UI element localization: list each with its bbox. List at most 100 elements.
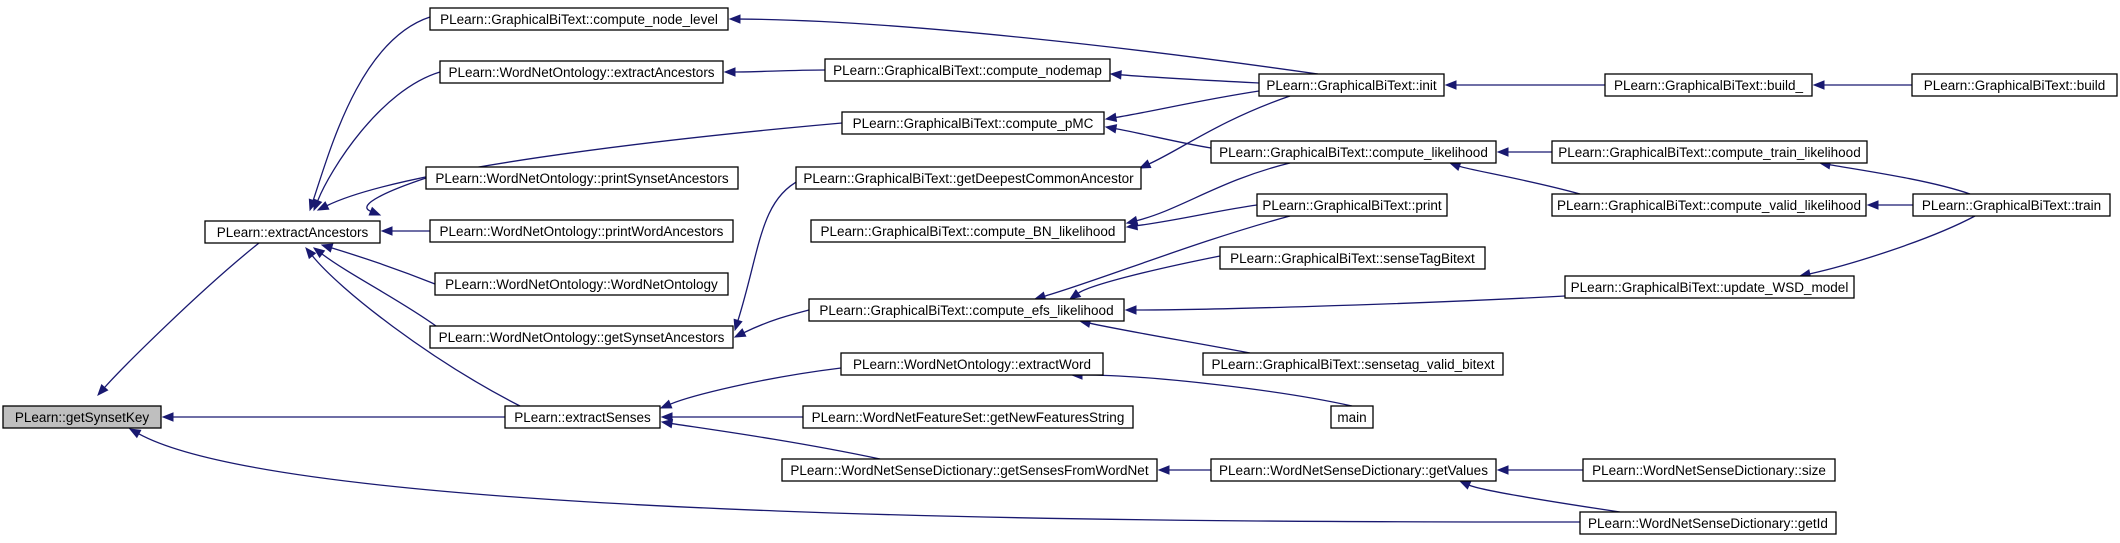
edge-line	[1135, 295, 1566, 311]
node-box[interactable]	[1911, 73, 2118, 97]
node-label: PLearn::GraphicalBiText::sensetag_valid_…	[1212, 357, 1495, 372]
node-box[interactable]	[1912, 193, 2111, 217]
node-box[interactable]	[1330, 405, 1374, 429]
node-label: PLearn::GraphicalBiText::build	[1924, 78, 2106, 93]
node-print-word-ancestors[interactable]: PLearn::WordNetOntology::printWordAncest…	[429, 219, 734, 243]
node-box[interactable]	[1564, 275, 1855, 299]
node-box[interactable]	[824, 58, 1111, 82]
node-box[interactable]	[2, 405, 162, 429]
edge-line	[326, 122, 843, 207]
node-box[interactable]	[802, 405, 1134, 429]
node-box[interactable]	[429, 7, 729, 31]
node-label: PLearn::getSynsetKey	[15, 410, 150, 425]
arrowhead-icon	[380, 226, 393, 236]
node-box[interactable]	[808, 298, 1125, 322]
node-box[interactable]	[439, 60, 724, 84]
node-init[interactable]: PLearn::GraphicalBiText::init	[1258, 73, 1445, 97]
node-box[interactable]	[429, 325, 734, 349]
node-box[interactable]	[840, 352, 1104, 376]
node-extract-word[interactable]: PLearn::WordNetOntology::extractWord	[840, 352, 1104, 376]
node-compute-efs-likelihood[interactable]: PLearn::GraphicalBiText::compute_efs_lik…	[808, 298, 1125, 322]
edge-extract-ancestors-to-get-synset-key	[97, 242, 260, 397]
node-wno-extract-ancestors[interactable]: PLearn::WordNetOntology::extractAncestor…	[439, 60, 724, 84]
node-box[interactable]	[204, 220, 381, 244]
node-compute-likelihood[interactable]: PLearn::GraphicalBiText::compute_likelih…	[1210, 140, 1497, 164]
node-label: PLearn::WordNetOntology::WordNetOntology	[445, 277, 718, 292]
node-label: PLearn::GraphicalBiText::print	[1262, 198, 1442, 213]
edge-compute-likelihood-to-compute-p-mc	[1104, 124, 1212, 149]
node-box[interactable]	[1579, 511, 1837, 535]
node-word-net-ontology-ctor[interactable]: PLearn::WordNetOntology::WordNetOntology	[434, 272, 729, 296]
node-build[interactable]: PLearn::GraphicalBiText::build	[1911, 73, 2118, 97]
node-sense-tag-bitext[interactable]: PLearn::GraphicalBiText::senseTagBitext	[1219, 246, 1486, 270]
node-compute-node-level[interactable]: PLearn::GraphicalBiText::compute_node_le…	[429, 7, 729, 31]
arrowhead-icon	[313, 198, 323, 212]
node-compute-train-likelihood[interactable]: PLearn::GraphicalBiText::compute_train_l…	[1551, 140, 1868, 164]
arrowhead-icon	[1812, 80, 1825, 90]
edge-line	[1829, 164, 1971, 195]
node-update-wsd-model[interactable]: PLearn::GraphicalBiText::update_WSD_mode…	[1564, 275, 1855, 299]
node-get-values[interactable]: PLearn::WordNetSenseDictionary::getValue…	[1210, 458, 1497, 482]
node-box[interactable]	[1551, 193, 1867, 217]
node-compute-bn-likelihood[interactable]: PLearn::GraphicalBiText::compute_BN_like…	[810, 219, 1126, 243]
edge-get-values-to-get-senses-from-word-net	[1157, 465, 1211, 475]
node-label: PLearn::WordNetOntology::printSynsetAnce…	[435, 171, 728, 186]
edge-line	[1044, 215, 1291, 297]
node-get-synset-ancestors[interactable]: PLearn::WordNetOntology::getSynsetAncest…	[429, 325, 734, 349]
node-extract-senses[interactable]: PLearn::extractSenses	[504, 405, 661, 429]
node-size[interactable]: PLearn::WordNetSenseDictionary::size	[1582, 458, 1836, 482]
node-get-senses-from-word-net[interactable]: PLearn::WordNetSenseDictionary::getSense…	[781, 458, 1158, 482]
node-box[interactable]	[1582, 458, 1836, 482]
node-box[interactable]	[1604, 73, 1813, 97]
node-sensetag-valid-bitext[interactable]: PLearn::GraphicalBiText::sensetag_valid_…	[1202, 352, 1504, 376]
node-label: PLearn::GraphicalBiText::compute_efs_lik…	[819, 303, 1113, 318]
node-label: PLearn::WordNetOntology::extractAncestor…	[448, 65, 714, 80]
node-box[interactable]	[1210, 458, 1497, 482]
node-box[interactable]	[1256, 193, 1448, 217]
edge-get-senses-from-word-net-to-extract-senses	[660, 418, 881, 460]
edge-line	[317, 71, 441, 201]
node-box[interactable]	[425, 166, 739, 190]
edge-train-to-compute-valid-likelihood	[1866, 200, 1913, 210]
node-compute-nodemap[interactable]: PLearn::GraphicalBiText::compute_nodemap	[824, 58, 1111, 82]
node-box[interactable]	[434, 272, 729, 296]
edge-update-wsd-model-to-compute-efs-likelihood	[1124, 295, 1566, 315]
node-get-new-features-string[interactable]: PLearn::WordNetFeatureSet::getNewFeature…	[802, 405, 1134, 429]
node-extract-ancestors[interactable]: PLearn::extractAncestors	[204, 220, 381, 244]
node-box[interactable]	[1202, 352, 1504, 376]
node-box[interactable]	[1210, 140, 1497, 164]
node-label: PLearn::GraphicalBiText::compute_train_l…	[1558, 145, 1860, 160]
node-print[interactable]: PLearn::GraphicalBiText::print	[1256, 193, 1448, 217]
node-box[interactable]	[504, 405, 661, 429]
edge-line	[138, 433, 1581, 523]
node-box[interactable]	[1258, 73, 1445, 97]
node-compute-p-mc[interactable]: PLearn::GraphicalBiText::compute_pMC	[841, 111, 1105, 135]
node-main[interactable]: main	[1330, 405, 1374, 429]
node-box[interactable]	[810, 219, 1126, 243]
arrowhead-icon	[1496, 147, 1509, 157]
node-label: PLearn::WordNetOntology::printWordAncest…	[440, 224, 724, 239]
edge-line	[743, 309, 810, 334]
edge-line	[1120, 74, 1260, 84]
node-box[interactable]	[1551, 140, 1868, 164]
edge-compute-nodemap-to-wno-extract-ancestors	[723, 67, 826, 77]
arrowhead-icon	[659, 399, 673, 409]
node-train[interactable]: PLearn::GraphicalBiText::train	[1912, 193, 2111, 217]
node-get-deepest-common-ancestor[interactable]: PLearn::GraphicalBiText::getDeepestCommo…	[795, 166, 1142, 190]
node-box[interactable]	[1219, 246, 1486, 270]
edge-extract-senses-to-extract-ancestors	[305, 246, 521, 407]
node-get-id[interactable]: PLearn::WordNetSenseDictionary::getId	[1579, 511, 1837, 535]
node-print-synset-ancestors[interactable]: PLearn::WordNetOntology::printSynsetAnce…	[425, 166, 739, 190]
edge-get-new-features-string-to-extract-senses	[660, 412, 804, 422]
node-box[interactable]	[429, 219, 734, 243]
node-get-synset-key[interactable]: PLearn::getSynsetKey	[2, 405, 162, 429]
node-box[interactable]	[781, 458, 1158, 482]
node-build-[interactable]: PLearn::GraphicalBiText::build_	[1604, 73, 1813, 97]
node-label: PLearn::GraphicalBiText::train	[1922, 198, 2101, 213]
node-box[interactable]	[795, 166, 1142, 190]
node-box[interactable]	[841, 111, 1105, 135]
node-compute-valid-likelihood[interactable]: PLearn::GraphicalBiText::compute_valid_l…	[1551, 193, 1867, 217]
node-label: main	[1337, 410, 1366, 425]
arrowhead-icon	[1104, 112, 1118, 123]
edge-line	[366, 177, 427, 212]
